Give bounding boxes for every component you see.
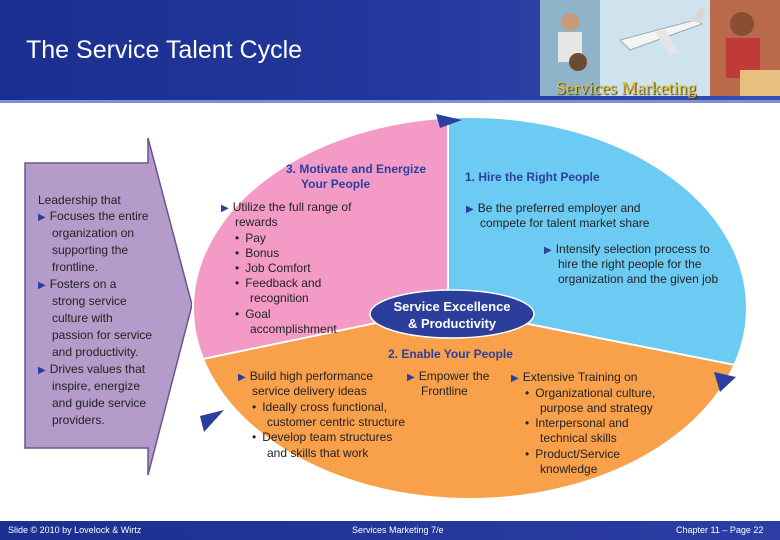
header-photo-collage: [540, 0, 780, 96]
reward-item-goal: •Goal: [235, 307, 271, 321]
section3-heading-line2: Your People: [301, 177, 371, 191]
leadership-intro: Leadership that: [38, 193, 121, 207]
training-item-3: •Product/Service: [525, 447, 620, 461]
reward-item-goal-line2: accomplishment: [250, 322, 337, 336]
reward-item-feedback: •Feedback and: [235, 276, 322, 290]
leadership-line: supporting the: [52, 243, 129, 257]
slide-title: The Service Talent Cycle: [26, 36, 303, 64]
section2-col1-item1: •Ideally cross functional,: [252, 400, 387, 414]
slide-footer: [0, 521, 780, 540]
training-item-2: •Interpersonal and: [525, 416, 629, 430]
footer-page: Chapter 11 – Page 22: [676, 525, 764, 535]
leadership-arrow: [24, 137, 193, 476]
center-hub: [369, 289, 535, 339]
leadership-line: frontline.: [52, 260, 99, 274]
reward-item-pay: •Pay: [235, 231, 266, 245]
cycle-arrow-top: [436, 114, 462, 128]
section1-point1: ▶Be the preferred employer and: [466, 201, 641, 215]
leadership-line: culture with: [52, 311, 113, 325]
reward-item-comfort: •Job Comfort: [235, 261, 311, 275]
leadership-line: providers.: [52, 413, 105, 427]
leadership-line: strong service: [52, 294, 127, 308]
section1-point2-line2: hire the right people for the: [558, 257, 702, 271]
leadership-line: and guide service: [52, 396, 147, 410]
leadership-bullet-1: ▶Focuses the entire: [38, 209, 149, 223]
footer-copyright: Slide © 2010 by Lovelock & Wirtz: [8, 525, 142, 535]
brand-watermark: Services Marketing: [556, 78, 697, 98]
training-item-1-line2: purpose and strategy: [540, 401, 653, 415]
training-item-1: •Organizational culture,: [525, 386, 656, 400]
leadership-line: and productivity.: [52, 345, 139, 359]
section2-col2-lead-line2: Frontline: [421, 384, 468, 398]
cycle-arrow-left: [200, 410, 224, 432]
training-item-2-line2: technical skills: [540, 431, 617, 445]
section2-col3-lead: ▶Extensive Training on: [511, 370, 638, 384]
section2-heading: 2. Enable Your People: [388, 347, 513, 361]
section2-col1-item2: •Develop team structures: [252, 430, 393, 444]
reward-item-feedback-line2: recognition: [250, 291, 309, 305]
leadership-bullet-3: ▶Drives values that: [38, 362, 146, 376]
cycle-arrow-right: [714, 372, 736, 392]
section2-col2-lead: ▶Empower the: [407, 369, 490, 383]
center-label-line1: Service Excellence: [393, 299, 511, 314]
section1-point1-line2: compete for talent market share: [480, 216, 650, 230]
section2-col1-lead-line2: service delivery ideas: [252, 384, 367, 398]
section3-lead-line2: rewards: [235, 215, 278, 229]
leadership-line: passion for service: [52, 328, 153, 342]
center-label-line2: & Productivity: [407, 316, 497, 331]
header-divider: [0, 100, 780, 103]
section2-col1-item1-line2: customer centric structure: [267, 415, 406, 429]
leadership-line: inspire, energize: [52, 379, 141, 393]
leadership-line: organization on: [52, 226, 135, 240]
leadership-bullet-2: ▶Fosters on a: [38, 277, 117, 291]
section1-point2: ▶Intensify selection process to: [544, 242, 710, 256]
section2-col1-lead: ▶Build high performance: [238, 369, 374, 383]
section3-lead: ▶Utilize the full range of: [221, 200, 352, 214]
section3-heading: 3. Motivate and Energize: [286, 162, 427, 176]
reward-item-bonus: •Bonus: [235, 246, 280, 260]
airplane-photo: [600, 0, 710, 96]
section2-col1-item2-line2: and skills that work: [267, 446, 369, 460]
footer-book: Services Marketing 7/e: [352, 525, 444, 535]
training-item-3-line2: knowledge: [540, 462, 598, 476]
section1-heading: 1. Hire the Right People: [465, 170, 600, 184]
section1-point2-line3: organization and the given job: [558, 272, 719, 286]
